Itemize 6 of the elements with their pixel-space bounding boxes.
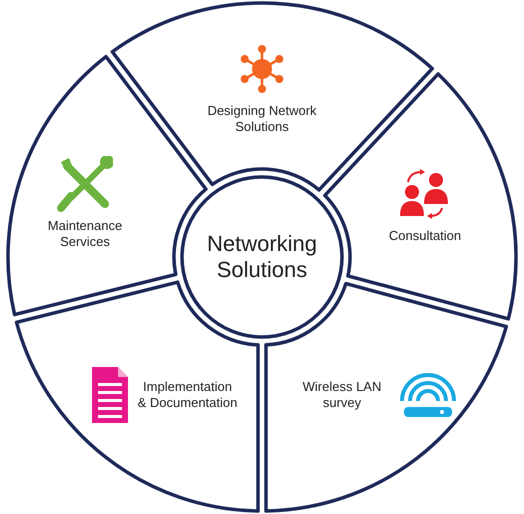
segment-label: Consultation <box>388 228 462 244</box>
center-title: Networking Solutions <box>206 231 318 283</box>
segment-label: Maintenance Services <box>46 218 124 250</box>
segment-label: Wireless LAN survey <box>302 379 382 411</box>
segment-label: Designing Network Solutions <box>206 102 318 134</box>
segment-label: Implementation & Documentation <box>138 379 238 411</box>
